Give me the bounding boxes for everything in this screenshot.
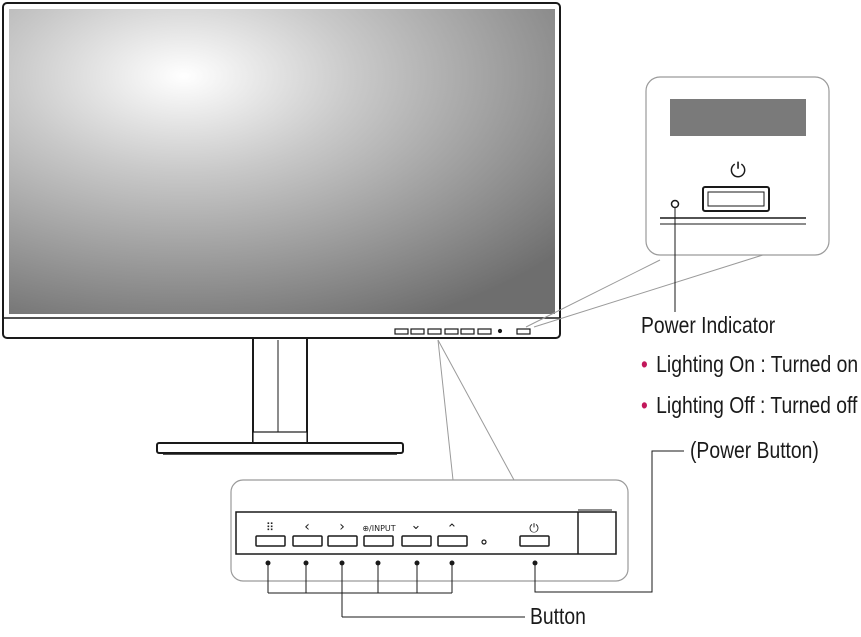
left-button bbox=[292, 535, 323, 547]
menu-glyph: ⠿ bbox=[265, 521, 275, 534]
input-button bbox=[363, 535, 394, 547]
button-bracket-lines bbox=[267, 563, 525, 618]
down-button bbox=[401, 535, 432, 547]
menu-button bbox=[255, 535, 286, 547]
power-button-leader bbox=[534, 450, 684, 593]
stand-base bbox=[156, 442, 404, 454]
up-glyph: ⌃ bbox=[446, 522, 458, 537]
lighting-on-item: • Lighting On : Turned on bbox=[641, 351, 858, 378]
power-led-icon bbox=[670, 199, 680, 209]
right-glyph: › bbox=[339, 519, 345, 535]
lighting-off-label: Lighting Off : Turned off bbox=[656, 392, 858, 418]
input-glyph: ⊕/INPUT bbox=[362, 524, 396, 533]
button-callout-lines bbox=[437, 339, 515, 481]
lighting-on-label: Lighting On : Turned on bbox=[656, 351, 859, 377]
bullet-icon: • bbox=[641, 392, 648, 418]
monitor-screen bbox=[9, 9, 555, 314]
panel-led-icon bbox=[481, 539, 487, 545]
power-callout-lines bbox=[525, 253, 767, 328]
power-indicator-label: Power Indicator bbox=[641, 312, 776, 338]
power-button-label: (Power Button) bbox=[690, 437, 819, 463]
left-glyph: ‹ bbox=[304, 519, 310, 535]
down-glyph: ⌄ bbox=[410, 518, 422, 533]
bullet-icon: • bbox=[641, 351, 648, 377]
up-button bbox=[437, 535, 468, 547]
power-glyph: ⏻ bbox=[529, 521, 539, 535]
monitor-button-row bbox=[394, 328, 531, 335]
power-button bbox=[519, 535, 550, 547]
lighting-off-item: • Lighting Off : Turned off bbox=[641, 392, 857, 419]
power-panel-power-icon: ⏻ bbox=[730, 158, 746, 182]
stand-neck bbox=[252, 337, 308, 444]
right-button bbox=[327, 535, 358, 547]
button-label: Button bbox=[530, 603, 586, 629]
